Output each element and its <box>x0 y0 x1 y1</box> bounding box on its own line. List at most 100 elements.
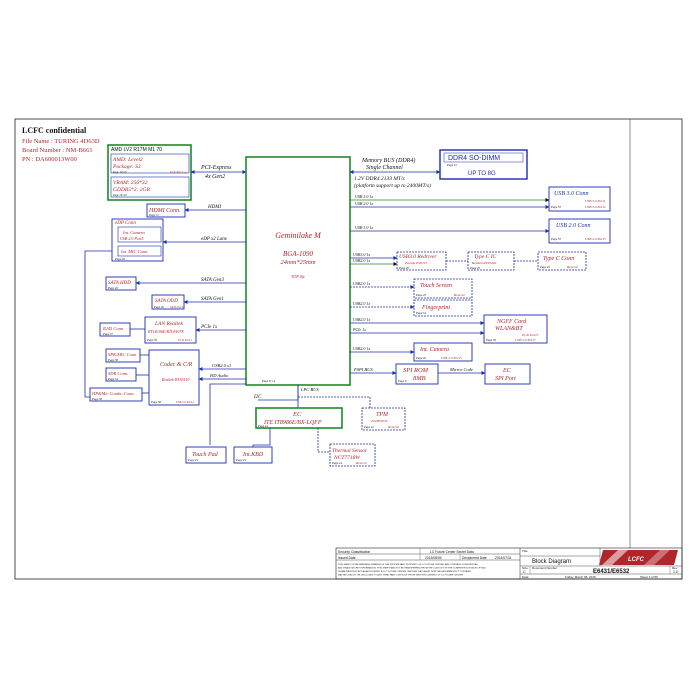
amd-gpu-block[interactable]: AMD LV2 R17M M1 70 AMD: Level2 Package: … <box>107 144 192 201</box>
svg-text:PCIe Port 1~4: PCIe Port 1~4 <box>169 171 187 174</box>
svg-text:UP TO 8G: UP TO 8G <box>468 171 496 177</box>
svg-text:Mirror Code: Mirror Code <box>449 367 473 372</box>
svg-text:Type C IC: Type C IC <box>474 254 497 260</box>
svg-text:SATA Gen1: SATA Gen1 <box>201 297 224 302</box>
svg-text:Page 26~29: Page 26~29 <box>112 194 127 197</box>
int-camera-right[interactable]: Int. Camera Page 26 USB 2.0 Port5 <box>413 342 473 362</box>
svg-text:Page 29: Page 29 <box>469 266 480 270</box>
svg-text:USB 3.0 Port2: USB 3.0 Port2 <box>585 205 606 209</box>
svg-text:Page 31: Page 31 <box>148 213 159 217</box>
svg-text:Page 34: Page 34 <box>107 377 118 381</box>
svg-text:SPK/MIC Conn: SPK/MIC Conn <box>108 352 137 357</box>
svg-text:AMD: Level2: AMD: Level2 <box>112 157 143 163</box>
usb20-conn[interactable]: USB 2.0 Conn USB 2.0 Port3 Page 33 <box>548 218 611 244</box>
ec-ite[interactable]: EC ITE IT8986E/BX-LQFP Page 44 <box>255 407 343 429</box>
svg-text:SATA HDD: SATA HDD <box>108 281 131 286</box>
int-kbd[interactable]: Int.KBD Page 45 <box>233 446 273 464</box>
sata-hdd[interactable]: SATA HDD Page 40 <box>105 276 137 291</box>
svg-text:Page 44: Page 44 <box>331 461 342 465</box>
svg-text:LPC BUS: LPC BUS <box>300 387 319 392</box>
svg-text:USB 2.0 Port4: USB 2.0 Port4 <box>176 400 194 404</box>
svg-text:Type C Conn: Type C Conn <box>543 256 574 262</box>
svg-text:Page 15: Page 15 <box>446 163 457 167</box>
touch-screen[interactable]: Touch Screen Page 29 Reserve <box>413 278 473 299</box>
svg-text:E6431/E6532: E6431/E6532 <box>593 569 630 575</box>
svg-text:USB2.0 1x: USB2.0 1x <box>353 346 370 351</box>
svg-text:Page 6~14: Page 6~14 <box>261 379 276 383</box>
svg-text:HDMI: HDMI <box>207 205 221 210</box>
svg-text:SATA Port2: SATA Port2 <box>170 305 185 309</box>
svg-text:LCFC: LCFC <box>628 557 645 563</box>
svg-text:Touch Screen: Touch Screen <box>420 283 452 289</box>
rj45-conn[interactable]: RJ45 Conn Page 37 <box>99 322 131 337</box>
svg-text:USB2.0 1x: USB2.0 1x <box>353 317 370 322</box>
svg-text:WLAN&BT: WLAN&BT <box>495 326 523 332</box>
svg-text:Page 44: Page 44 <box>257 424 268 428</box>
svg-text:SPI Port: SPI Port <box>495 376 516 382</box>
svg-text:Friday, March 06, 2015: Friday, March 06, 2015 <box>565 575 596 579</box>
svg-text:PCIe Port4: PCIe Port4 <box>177 338 192 342</box>
confidential-label: LCFC confidential <box>22 126 87 135</box>
svg-text:Int. Camera: Int. Camera <box>419 347 449 353</box>
svg-text:Reserve: Reserve <box>566 265 579 269</box>
svg-text:24mm*25mm: 24mm*25mm <box>280 259 315 266</box>
svg-text:2013/08/09: 2013/08/09 <box>425 556 442 560</box>
svg-text:C: C <box>523 570 526 574</box>
svg-text:USB 2.0 Port3: USB 2.0 Port3 <box>585 237 606 241</box>
svg-text:USB 2.0 Conn: USB 2.0 Conn <box>556 223 591 229</box>
svg-text:Realtek RTS5449: Realtek RTS5449 <box>471 261 496 265</box>
codec-card-reader[interactable]: Codec & C/R Realtek RTS5119 Page 38 USB … <box>148 349 200 406</box>
svg-text:LC Future Center Secret Data: LC Future Center Secret Data <box>430 550 474 554</box>
svg-text:Parade PS8713: Parade PS8713 <box>404 261 427 265</box>
spk-mic-conn[interactable]: SPK/MIC Conn Page 38 <box>105 348 141 363</box>
svg-text:AMD LV2 R17M M1 70: AMD LV2 R17M M1 70 <box>111 147 162 153</box>
ngff-wlan-card[interactable]: NGFF Card WLAN&BT PCIe Port3 USB 2.0 Por… <box>483 314 548 344</box>
svg-text:Issued Date: Issued Date <box>338 556 356 560</box>
edp-conn[interactable]: eDP Conn Int. Camera USB 2.0 Port5 Int. … <box>111 218 164 262</box>
lcfc-logo: LCFC <box>599 550 678 565</box>
touch-pad[interactable]: Touch Pad Page 45 <box>185 446 227 464</box>
thermal-sensor[interactable]: Thermal Sensor NCT7718W Page 44 Reserve <box>329 443 376 467</box>
svg-text:HP&Mic Combo Conn.: HP&Mic Combo Conn. <box>91 391 135 396</box>
type-c-ic[interactable]: Type C IC Realtek RTS5449 Page 29 <box>467 251 515 271</box>
svg-text:Page 26: Page 26 <box>114 257 125 261</box>
svg-text:SDR Conn.: SDR Conn. <box>108 371 128 376</box>
type-c-conn[interactable]: Type C Conn Page 29 Reserve <box>537 251 587 271</box>
usb30-conn[interactable]: USB 3.0 Conn USB 3.0 Port1 USB 3.0 Port2… <box>548 186 611 212</box>
hdmi-conn[interactable]: HDMI Conn. Page 31 <box>146 203 186 218</box>
svg-text:TPM: TPM <box>376 412 389 418</box>
svg-text:USB 2.0 Port7: USB 2.0 Port7 <box>515 338 536 342</box>
svg-text:Thermal Sensor: Thermal Sensor <box>332 448 368 454</box>
spi-rom[interactable]: SPI ROM 8MB Page 6 <box>395 363 439 385</box>
svg-text:TOP life: TOP life <box>291 274 305 279</box>
svg-text:Deciphered Date: Deciphered Date <box>462 556 487 560</box>
svg-text:Reserve: Reserve <box>355 461 368 465</box>
lan-realtek[interactable]: LAN Realtek RTL8106E/RTL8107E Page 36 PC… <box>144 316 197 344</box>
svg-text:Page 33: Page 33 <box>550 205 561 209</box>
svg-text:Page 40: Page 40 <box>107 286 118 290</box>
svg-text:I2C: I2C <box>253 395 262 400</box>
svg-text:Document Number: Document Number <box>532 566 557 570</box>
svg-text:Page 42: Page 42 <box>363 425 374 429</box>
svg-text:PCIe Port3: PCIe Port3 <box>521 333 538 337</box>
ec-spi-port[interactable]: EC SPI Port <box>484 363 531 385</box>
ddr4-sodimm[interactable]: DDR4 SO-DIMM Page 15 UP TO 8G <box>439 149 528 180</box>
svg-text:USB 3.0 1x: USB 3.0 1x <box>355 194 373 199</box>
svg-text:USB 3.0 Port1: USB 3.0 Port1 <box>585 199 606 203</box>
svg-text:Page 38: Page 38 <box>107 358 118 362</box>
svg-text:USB2.0 x1: USB2.0 x1 <box>212 363 231 368</box>
cpu-geminilake[interactable]: Geminilake M BGA-1090 24mm*25mm TOP life… <box>245 156 351 386</box>
svg-text:Fingerprint: Fingerprint <box>421 305 450 311</box>
svg-text:Page 6: Page 6 <box>397 379 407 383</box>
tpm[interactable]: TPM Z32H320TC Page 42 Reserve <box>361 407 406 431</box>
pci-express-label: PCI-Express <box>200 165 232 171</box>
hp-mic-combo-conn[interactable]: HP&Mic Combo Conn. Page 38 <box>89 387 143 402</box>
sdr-conn[interactable]: SDR Conn. Page 34 <box>105 367 137 382</box>
usb30-redriver[interactable]: USB3.0 Redriver Parade PS8713 Page 20 <box>396 251 447 271</box>
svg-text:Touch Pad: Touch Pad <box>192 452 219 458</box>
sata-odd[interactable]: SATA ODD Page 40 SATA Port2 <box>151 294 185 310</box>
fingerprint[interactable]: Fingerprint Page 34 <box>413 299 473 317</box>
gen2-label: 4x Gen2 <box>205 173 225 180</box>
svg-text:Realtek RTS5119: Realtek RTS5119 <box>161 377 189 382</box>
